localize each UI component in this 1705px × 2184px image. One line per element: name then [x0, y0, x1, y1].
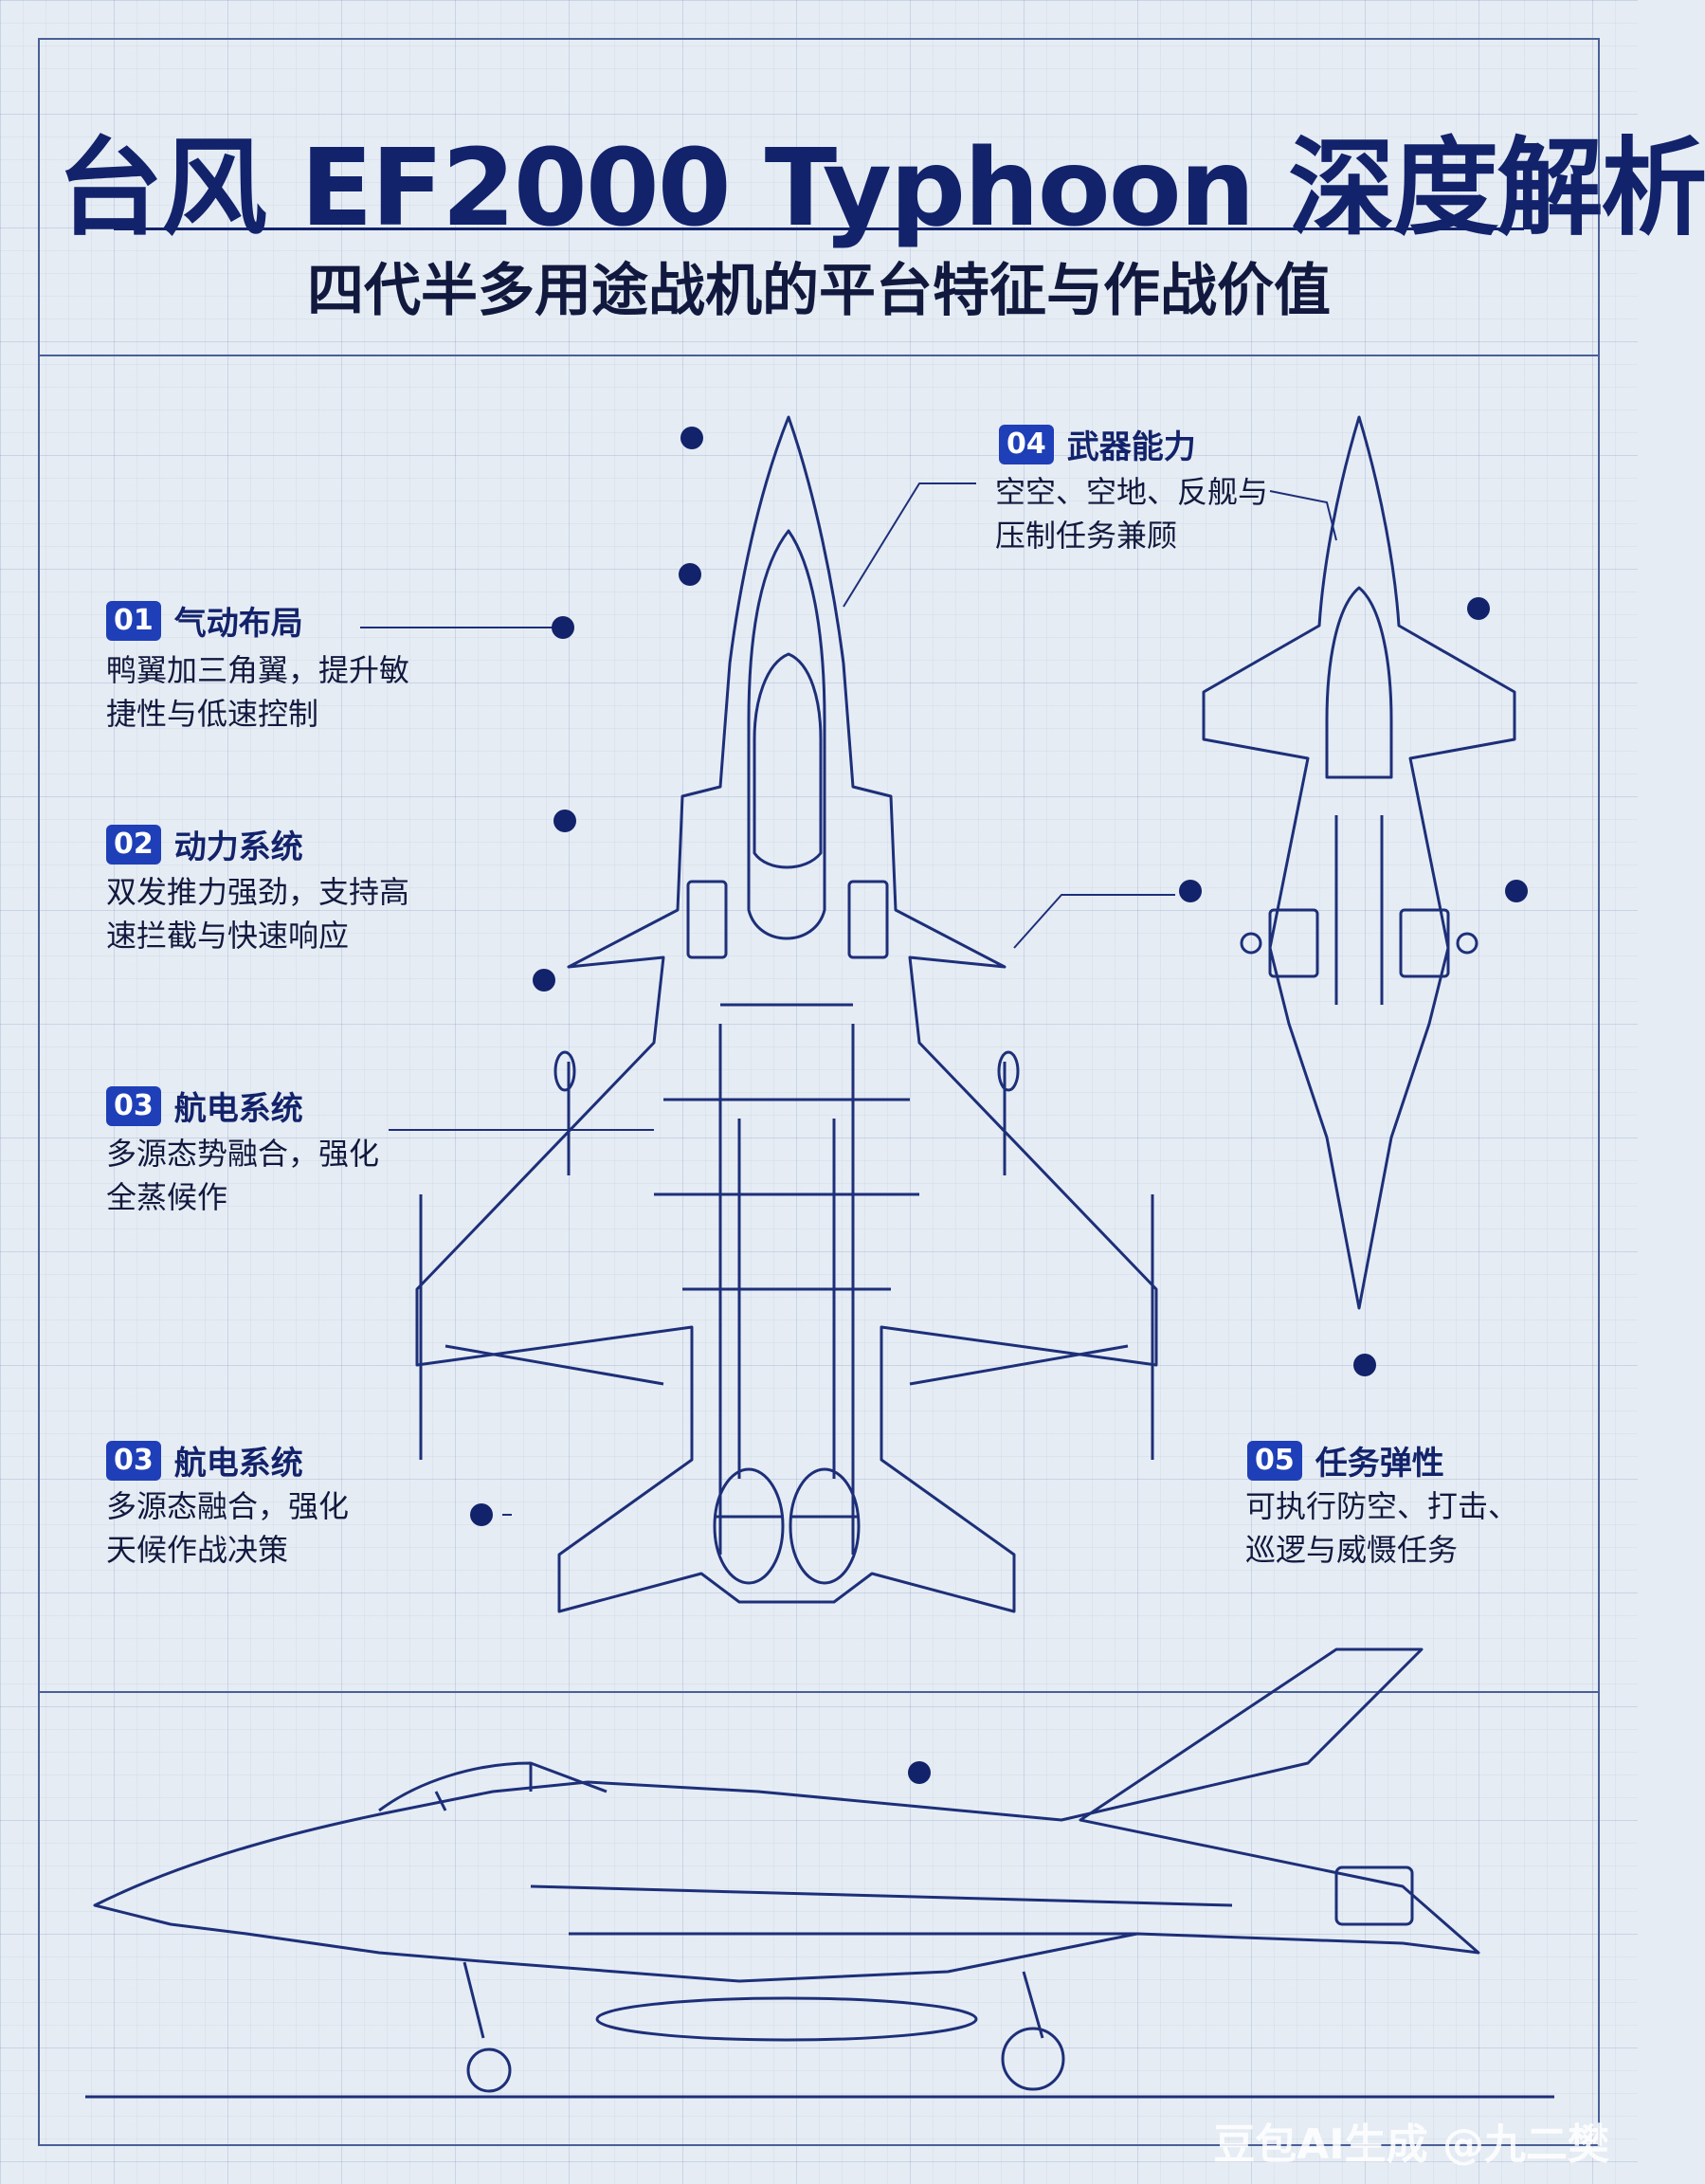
aircraft-blueprints [85, 415, 1554, 2099]
blueprint-frame [38, 38, 1600, 2146]
desc-line: 巡逻与威慑任务 [1245, 1532, 1459, 1568]
section-01-desc: 鸭翼加三角翼，提升敏 捷性与低速控制 [106, 648, 409, 736]
section-02-label: 动力系统 [173, 828, 303, 866]
section-03b-desc: 多源态融合，强化 天候作战决策 [106, 1484, 349, 1572]
top-view-aircraft [415, 415, 1158, 1613]
badge-03b: 03 [106, 1440, 161, 1481]
desc-line: 多源态融合，强化 [106, 1488, 350, 1524]
desc-line: 全蒸候作 [106, 1179, 228, 1215]
section-02-title: 02 动力系统 [106, 821, 303, 867]
section-02-desc: 双发推力强劲，支持高 速拦截与快速响应 [106, 870, 409, 957]
section-03b-title: 03 航电系统 [106, 1437, 303, 1483]
header-divider [38, 355, 1600, 356]
section-01-label: 气动布局 [173, 605, 303, 643]
side-view-aircraft [85, 1647, 1554, 2099]
leader-lines [360, 482, 1337, 1516]
title-rule [114, 228, 1524, 230]
section-04-label: 武器能力 [1066, 428, 1196, 466]
watermark: 豆包AI生成 @九二樊 [1213, 2120, 1609, 2169]
badge-04: 04 [999, 424, 1054, 464]
desc-line: 空空、空地、反舰与 [995, 474, 1269, 510]
desc-line: 速拦截与快速响应 [106, 918, 350, 954]
desc-line: 捷性与低速控制 [106, 696, 319, 732]
badge-05: 05 [1247, 1440, 1302, 1481]
section-04-desc: 空空、空地、反舰与 压制任务兼顾 [995, 470, 1268, 557]
section-03b-label: 航电系统 [173, 1445, 303, 1483]
badge-02: 02 [106, 824, 161, 864]
section-03a-desc: 多源态势融合，强化 全蒸候作 [106, 1132, 379, 1219]
section-01-title: 01 气动布局 [106, 597, 303, 644]
desc-line: 多源态势融合，强化 [106, 1136, 380, 1172]
section-05-title: 05 任务弹性 [1247, 1437, 1444, 1483]
desc-line: 天候作战决策 [106, 1532, 289, 1568]
page-subtitle: 四代半多用途战机的平台特征与作战价值 [307, 258, 1331, 324]
section-04-title: 04 武器能力 [999, 421, 1196, 467]
desc-line: 双发推力强劲，支持高 [106, 874, 410, 910]
section-03a-title: 03 航电系统 [106, 1083, 303, 1129]
section-03a-label: 航电系统 [173, 1090, 303, 1128]
desc-line: 压制任务兼顾 [995, 518, 1178, 554]
desc-line: 可执行防空、打击、 [1245, 1488, 1519, 1524]
desc-line: 鸭翼加三角翼，提升敏 [106, 652, 410, 688]
sideview-divider [38, 1691, 1600, 1693]
section-05-label: 任务弹性 [1315, 1445, 1444, 1483]
section-05-desc: 可执行防空、打击、 巡逻与威慑任务 [1245, 1484, 1518, 1572]
badge-01: 01 [106, 600, 161, 641]
callout-markers [470, 427, 1528, 1784]
badge-03: 03 [106, 1085, 161, 1126]
blueprint-grid [0, 0, 1638, 2184]
